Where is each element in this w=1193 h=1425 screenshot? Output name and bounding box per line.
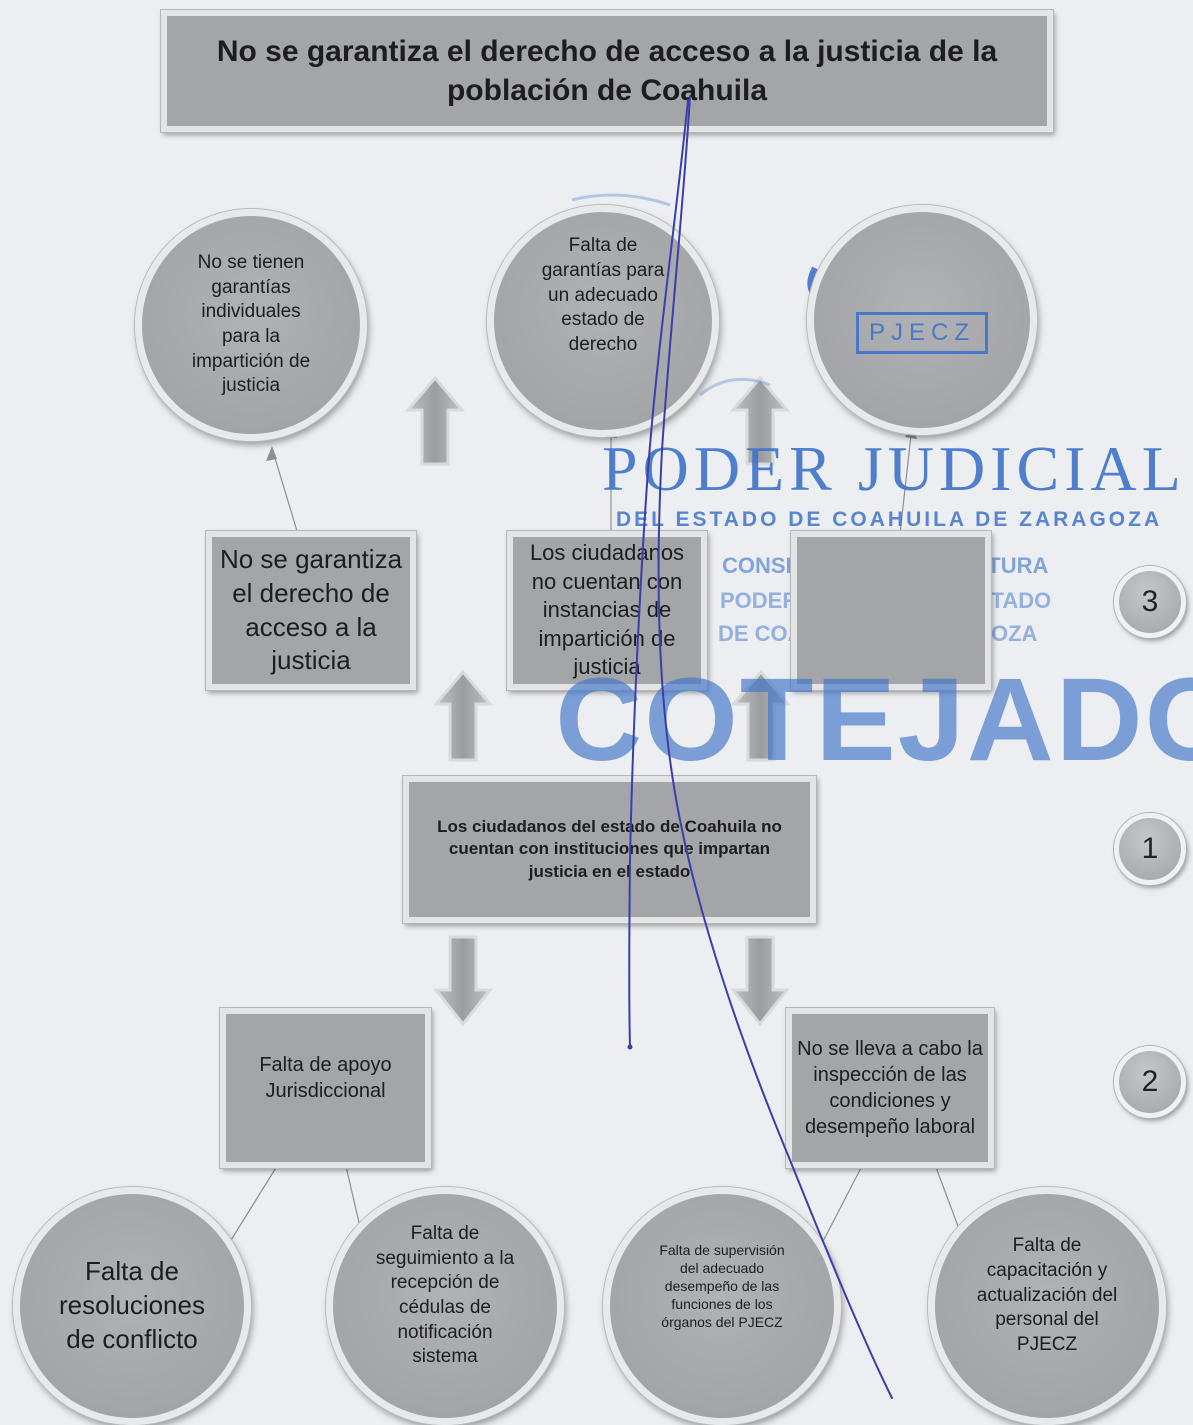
cause-box-left-label: Falta de apoyo Jurisdiccional xyxy=(259,1054,392,1102)
page-title-box: No se garantiza el derecho de acceso a l… xyxy=(160,9,1054,133)
connector-line xyxy=(899,425,913,535)
root-cause-circle-2: Falta de seguimiento a la recepción de c… xyxy=(326,1187,564,1425)
cause-box-right-label: No se lleva a cabo la inspección de las … xyxy=(797,1038,983,1138)
root-cause-circle-1: Falta de resoluciones de conflicto xyxy=(13,1187,251,1425)
up-arrow xyxy=(432,669,494,762)
page-title: No se garantiza el derecho de acceso a l… xyxy=(216,35,998,107)
level-badge-1: 1 xyxy=(1114,813,1186,885)
connector-line xyxy=(271,447,298,532)
connector-line xyxy=(816,1165,863,1254)
root-cause-circle-3: Falta de supervisión del adecuado desemp… xyxy=(603,1187,841,1425)
effect-circle-left: No se tienen garantías individuales para… xyxy=(135,209,367,441)
cause-box-right: No se lleva a cabo la inspección de las … xyxy=(785,1007,995,1169)
effect-box-left: No se garantiza el derecho de acceso a l… xyxy=(205,530,417,691)
root-cause-2-label: Falta de seguimiento a la recepción de c… xyxy=(375,1222,515,1368)
connector-arrowhead xyxy=(266,446,277,461)
central-problem-box: Los ciudadanos del estado de Coahuila no… xyxy=(402,775,817,924)
effect-circle-center-label: Falta de garantías para un adecuado esta… xyxy=(541,235,665,356)
root-cause-circle-4: Falta de capacitación y actualización de… xyxy=(928,1187,1166,1425)
del-estado-stamp: DEL ESTADO DE COAHUILA DE ZARAGOZA xyxy=(616,508,1163,531)
connector-line xyxy=(222,1165,278,1254)
level-badge-2: 2 xyxy=(1114,1046,1186,1118)
level-badge-3: 3 xyxy=(1114,566,1186,638)
effect-circle-left-label: No se tienen garantías individuales para… xyxy=(191,251,311,397)
down-arrow xyxy=(432,935,494,1027)
effect-circle-right: PJECZ xyxy=(807,205,1037,435)
level-badge-1-label: 1 xyxy=(1141,832,1159,865)
root-cause-4-label: Falta de capacitación y actualización de… xyxy=(976,1235,1118,1356)
root-cause-1-label: Falta de resoluciones de conflicto xyxy=(59,1256,205,1354)
up-arrow xyxy=(404,375,466,466)
poder-judicial-stamp: PODER JUDICIAL xyxy=(602,433,1186,504)
root-cause-3-label: Falta de supervisión del adecuado desemp… xyxy=(659,1241,785,1331)
down-arrow xyxy=(729,935,791,1027)
cause-box-left: Falta de apoyo Jurisdiccional xyxy=(219,1007,432,1169)
cotejado-stamp: COTEJADO xyxy=(555,654,1193,786)
level-badge-3-label: 3 xyxy=(1141,585,1159,618)
seal-text: PJECZ xyxy=(855,312,988,354)
level-badge-2-label: 2 xyxy=(1141,1065,1159,1098)
effect-circle-center: Falta de garantías para un adecuado esta… xyxy=(487,205,719,437)
effect-box-left-label: No se garantiza el derecho de acceso a l… xyxy=(219,543,403,676)
central-problem-label: Los ciudadanos del estado de Coahuila no… xyxy=(437,817,782,881)
